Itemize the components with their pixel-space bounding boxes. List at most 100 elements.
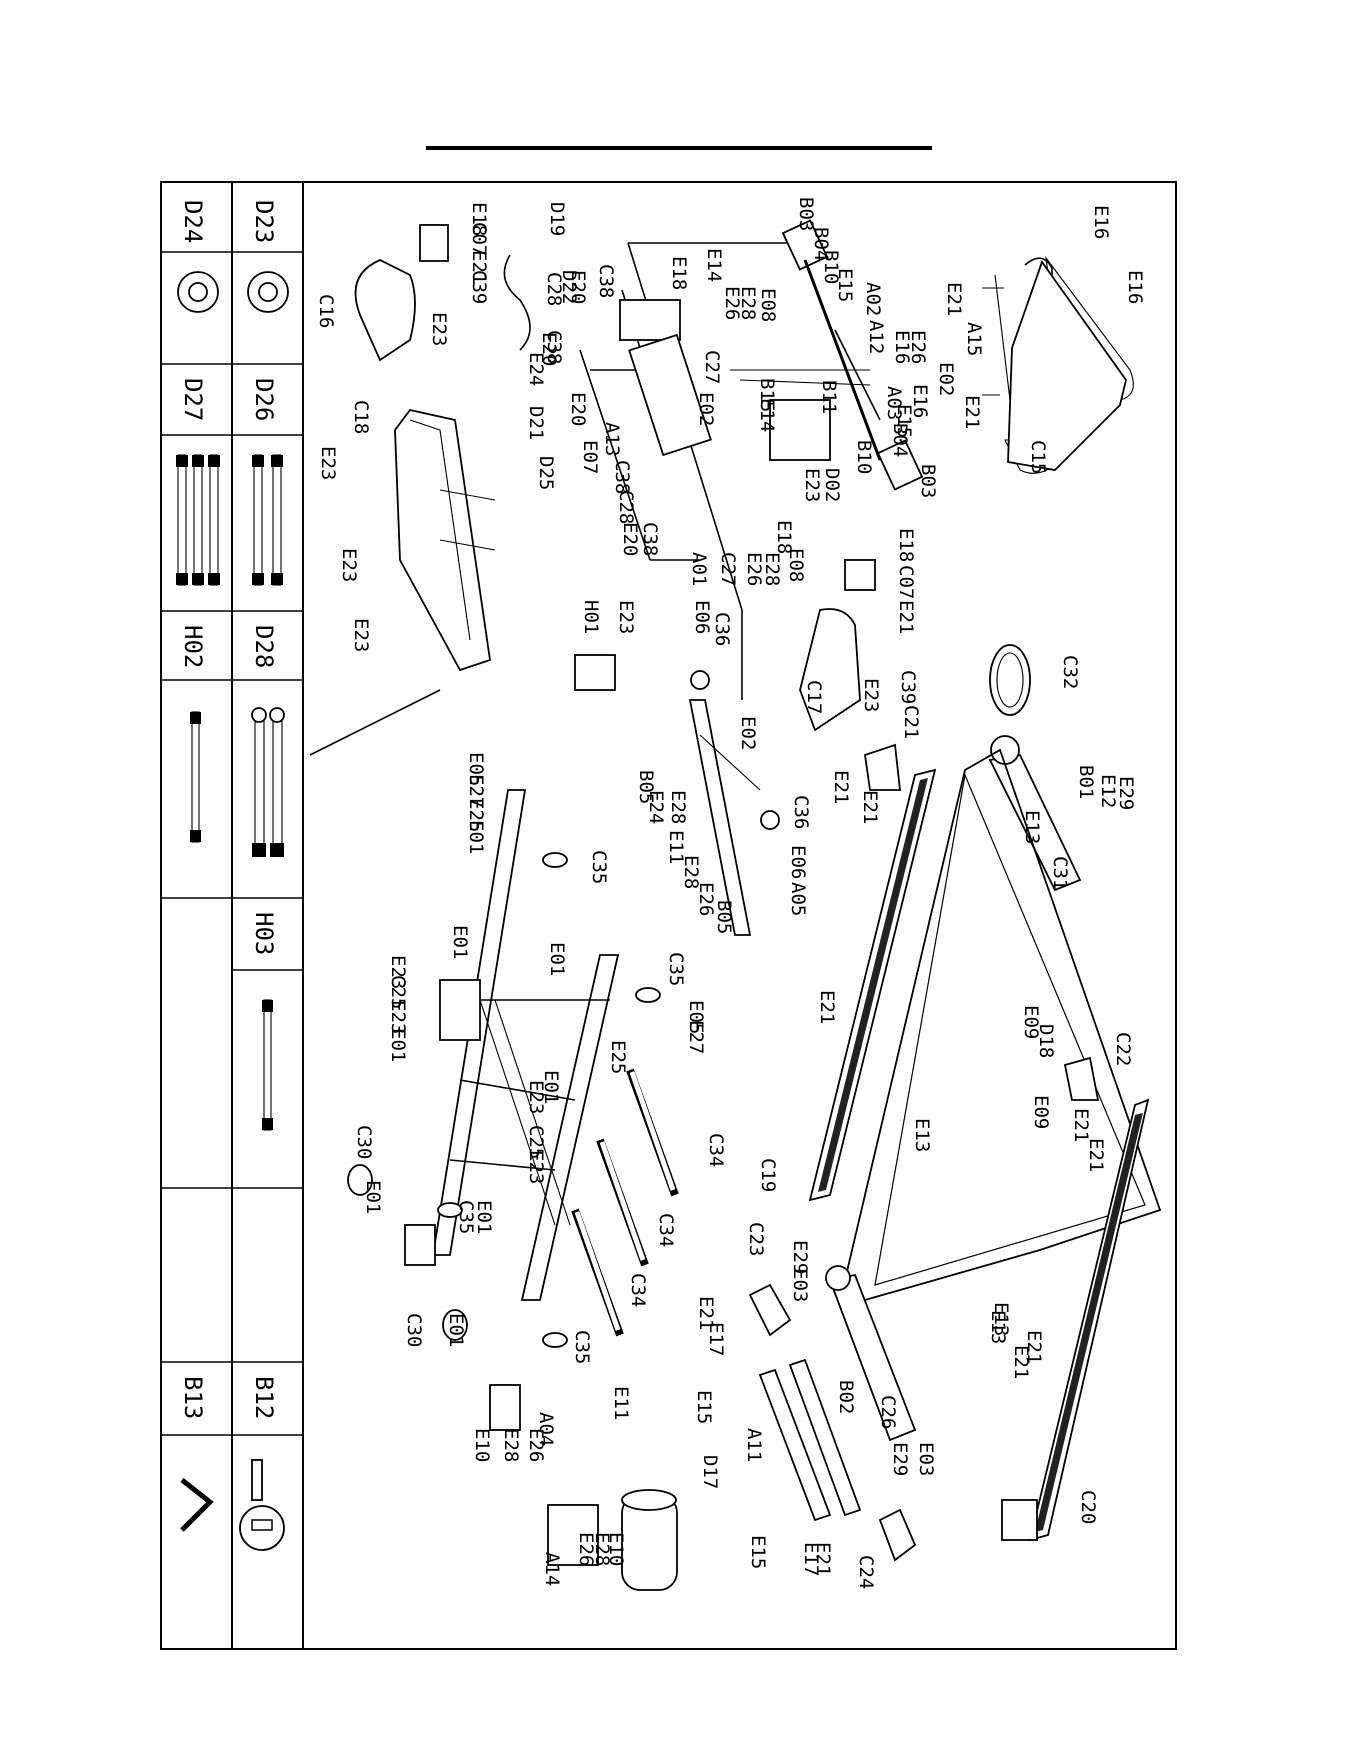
foot-c30-top xyxy=(347,1164,373,1196)
part-label: E10 xyxy=(605,1532,627,1566)
part-label: C30 xyxy=(353,1125,375,1159)
part-label: E28 xyxy=(761,552,783,586)
part-label: E01 xyxy=(540,1070,562,1104)
part-label: B11 xyxy=(818,380,840,414)
part-label: C38 xyxy=(639,522,661,556)
end-cap-c24 xyxy=(878,1508,917,1562)
part-label: B04 xyxy=(889,423,911,457)
part-label: C35 xyxy=(571,1330,593,1364)
part-label: A11 xyxy=(743,1428,765,1462)
part-label: E28 xyxy=(737,286,759,320)
table-label-h02: H02 xyxy=(179,625,207,668)
part-label: E08 xyxy=(785,548,807,582)
rear-roller xyxy=(825,1265,917,1442)
part-label: C32 xyxy=(1059,655,1081,689)
part-label: E02 xyxy=(737,716,759,750)
part-label: E01 xyxy=(449,925,471,959)
part-label: E14 xyxy=(703,248,725,282)
hardware-table xyxy=(161,182,304,1649)
part-label: A15 xyxy=(963,322,985,356)
part-label: E27 xyxy=(465,774,487,808)
bracket-c21 xyxy=(864,743,902,791)
part-label: B10 xyxy=(853,440,875,474)
part-label: E23 xyxy=(317,446,339,480)
part-label: E17 xyxy=(705,1322,727,1356)
part-label: E26 xyxy=(721,286,743,320)
part-label: B10 xyxy=(820,250,842,284)
part-label: E21 xyxy=(1023,1330,1045,1364)
part-label: E10 xyxy=(471,1428,493,1462)
part-label: E23 xyxy=(387,1000,409,1034)
part-label: E09 xyxy=(1030,1095,1052,1129)
cable-d19 xyxy=(503,254,531,351)
part-label: C17 xyxy=(803,680,825,714)
bracket-c22 xyxy=(1063,1056,1100,1101)
part-label: C15 xyxy=(1027,440,1049,474)
deck-strips xyxy=(571,1068,679,1337)
leader-line-panel xyxy=(309,689,441,756)
part-label: E28 xyxy=(680,855,702,889)
part-label: E06 xyxy=(787,845,809,879)
part-label: E02 xyxy=(935,362,957,396)
part-label: A01 xyxy=(688,552,710,586)
part-label: E25 xyxy=(465,798,487,832)
part-label: C34 xyxy=(655,1213,677,1247)
part-label: E01 xyxy=(445,1313,467,1347)
part-label: E23 xyxy=(428,312,450,346)
part-label: D21 xyxy=(525,406,547,440)
part-label: E21 xyxy=(943,282,965,316)
part-label: E16 xyxy=(909,384,931,418)
part-label: C38 xyxy=(543,330,565,364)
part-label: E29 xyxy=(1115,776,1137,810)
part-label: C34 xyxy=(705,1133,727,1167)
part-label: E15 xyxy=(747,1535,769,1569)
side-rail-left xyxy=(808,768,937,1202)
part-label: E11 xyxy=(665,830,687,864)
part-label: C36 xyxy=(790,795,812,829)
part-label: B03 xyxy=(917,464,939,498)
part-label: A05 xyxy=(787,882,809,916)
part-label: E15 xyxy=(834,268,856,302)
part-label: E14 xyxy=(756,398,778,432)
part-label: C07 xyxy=(895,565,917,599)
part-label: E26 xyxy=(575,1532,597,1566)
part-label: E02 xyxy=(695,392,717,426)
part-label: C16 xyxy=(315,294,337,328)
pivot-frame-a05 xyxy=(688,699,752,936)
base-frame xyxy=(404,789,620,1431)
part-label: E17 xyxy=(800,1542,822,1576)
part-label: C34 xyxy=(627,1273,649,1307)
rear-rails xyxy=(758,1358,862,1522)
part-label: C38 xyxy=(611,460,633,494)
part-label: E21 xyxy=(895,600,917,634)
part-label: H01 xyxy=(580,600,602,634)
diagram-frame xyxy=(160,181,1177,1650)
part-label: E24 xyxy=(645,790,667,824)
table-label-d24: D24 xyxy=(179,200,207,243)
part-label: B02 xyxy=(835,1380,857,1414)
part-label: D22 xyxy=(558,270,580,304)
part-label: C25 xyxy=(387,975,409,1009)
part-label: E23 xyxy=(338,548,360,582)
part-label: E01 xyxy=(362,1180,384,1214)
part-label: B03 xyxy=(795,197,817,231)
part-label: C20 xyxy=(1077,1490,1099,1524)
part-label: E20 xyxy=(567,270,589,304)
part-label: A03 xyxy=(883,386,905,420)
part-label: E11 xyxy=(610,1386,632,1420)
part-label: E03 xyxy=(789,1268,811,1302)
table-label-d23: D23 xyxy=(250,200,278,243)
part-label: B04 xyxy=(810,227,832,261)
part-label: A02 xyxy=(862,282,884,316)
part-label: C28 xyxy=(543,272,565,306)
part-label: E15 xyxy=(693,1390,715,1424)
part-label: C31 xyxy=(1049,856,1071,890)
part-label: E23 xyxy=(387,955,409,989)
part-label: E23 xyxy=(525,1150,547,1184)
part-label: E01 xyxy=(387,1028,409,1062)
part-label: E26 xyxy=(695,882,717,916)
table-label-d27: D27 xyxy=(179,378,207,421)
part-label: E21 xyxy=(812,1542,834,1576)
